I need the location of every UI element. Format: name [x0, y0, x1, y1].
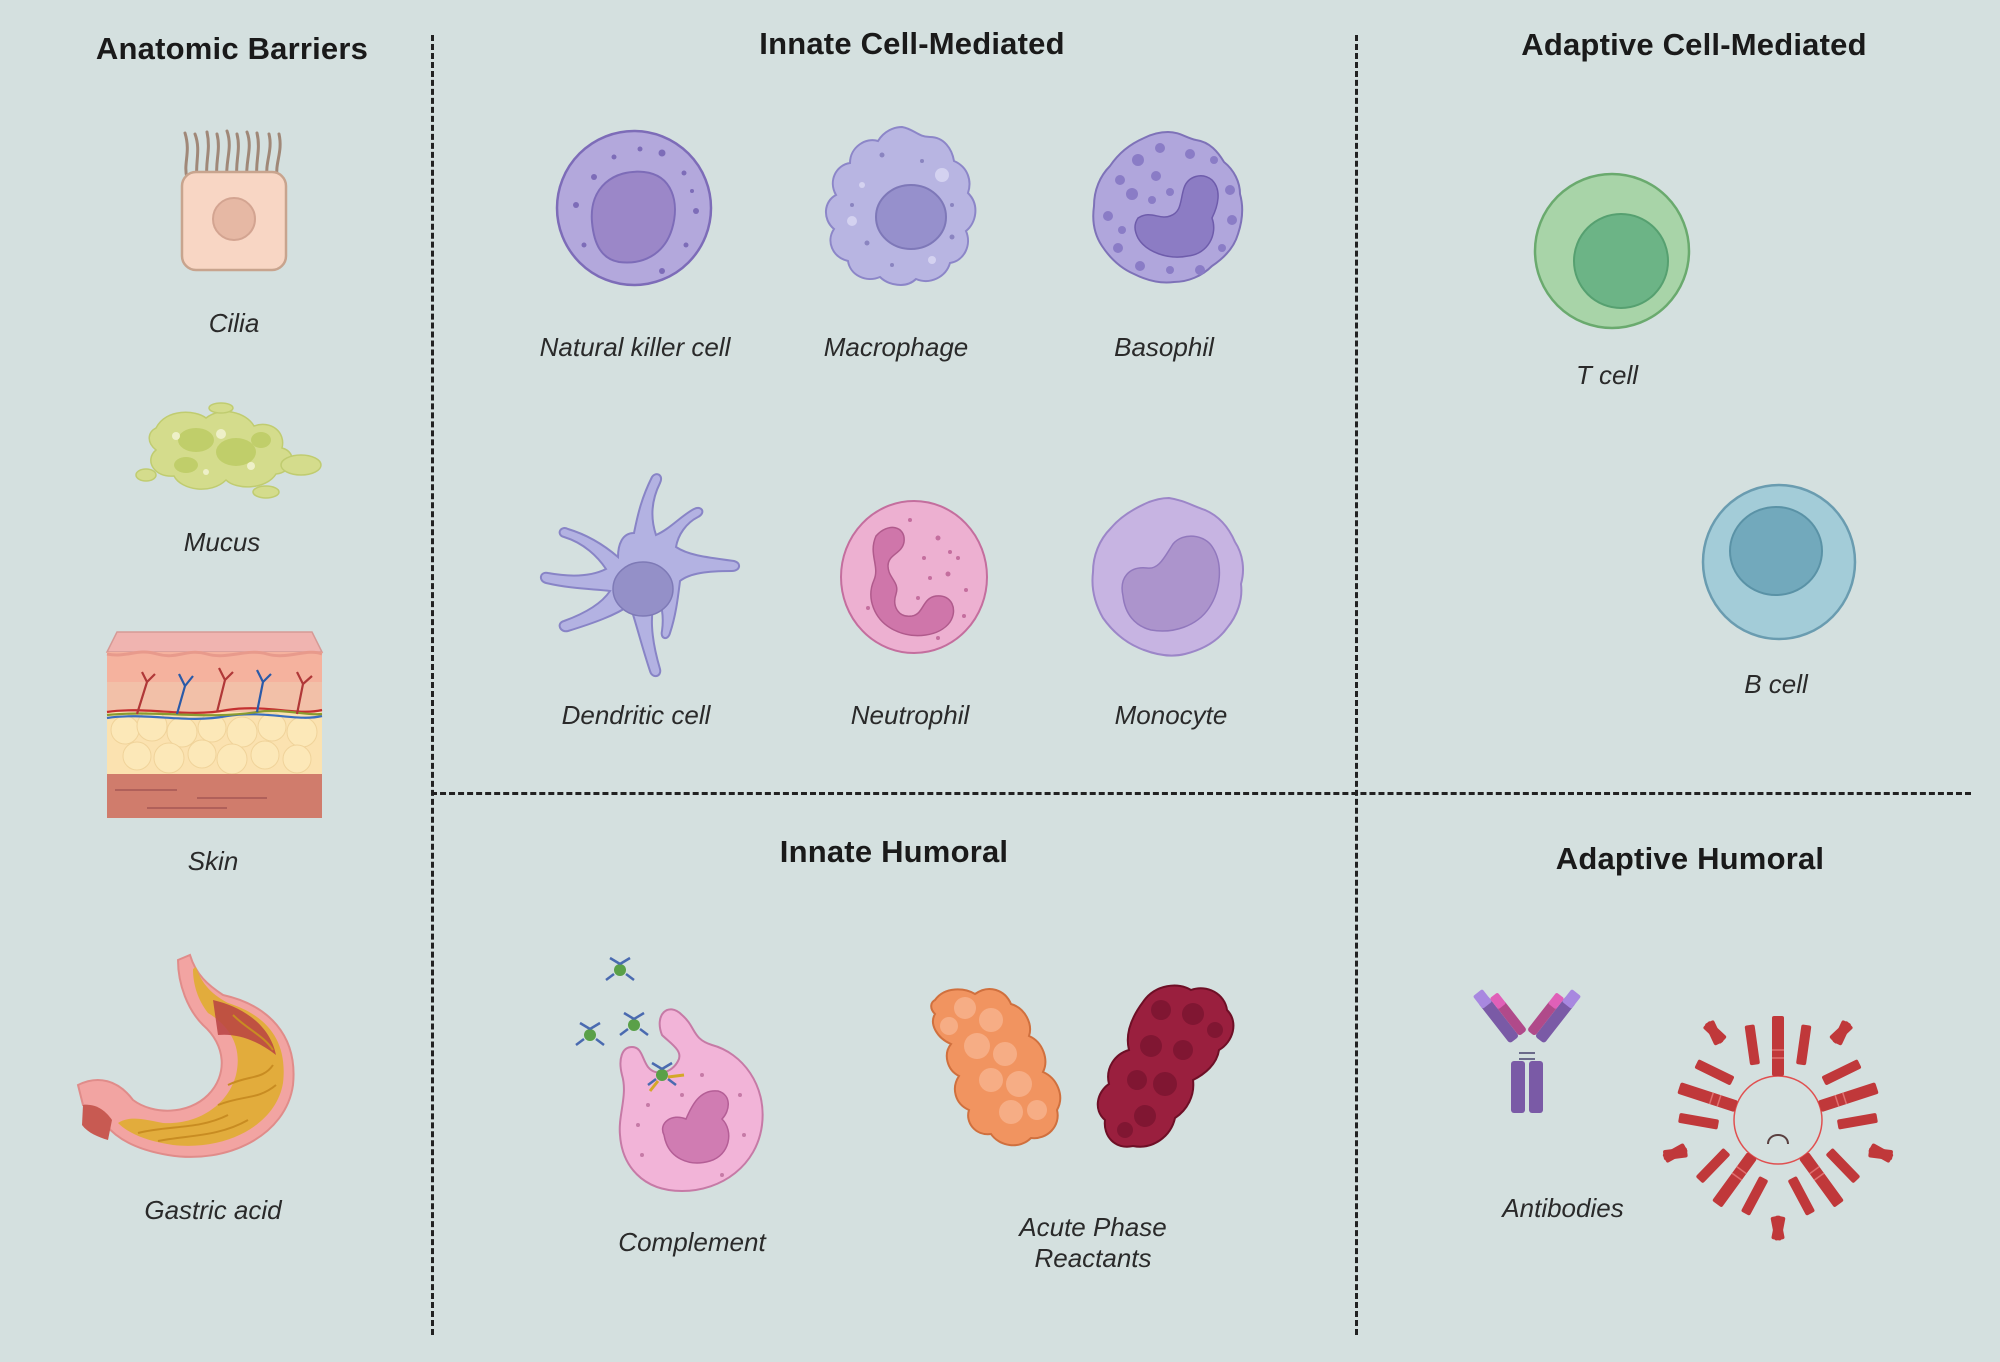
skin-icon — [105, 631, 324, 818]
basophil-icon — [1092, 130, 1244, 284]
mucus-icon — [135, 402, 322, 499]
section-title-anatomic-barriers: Anatomic Barriers — [95, 31, 369, 66]
nk-cell-label: Natural killer cell — [539, 332, 731, 362]
acute-phase-reactants-label: Acute Phase Reactants — [1019, 1212, 1167, 1273]
t-cell-label: T cell — [1575, 360, 1639, 390]
complement-protein-cluster — [575, 956, 685, 1092]
neutrophil-icon — [840, 500, 988, 654]
antibodies-label: Antibodies — [1502, 1193, 1624, 1223]
skin-label: Skin — [187, 846, 239, 876]
cilia-label: Cilia — [208, 308, 260, 338]
section-title-adaptive-humoral: Adaptive Humoral — [1555, 841, 1825, 876]
divider-cell-humoral — [431, 792, 1971, 795]
gastric-acid-label: Gastric acid — [144, 1195, 282, 1225]
mucus-label: Mucus — [183, 527, 261, 557]
macrophage-icon — [825, 125, 977, 286]
neutrophil-label: Neutrophil — [850, 700, 970, 730]
monocyte-label: Monocyte — [1114, 700, 1228, 730]
section-title-innate-cell-mediated: Innate Cell-Mediated — [759, 26, 1065, 61]
antibody-monomer-icon — [1473, 989, 1581, 1113]
acute-phase-reactants-icon — [930, 984, 1235, 1148]
nk-cell-icon — [555, 129, 713, 287]
dendritic-cell-icon — [540, 473, 740, 677]
section-title-adaptive-cell-mediated: Adaptive Cell-Mediated — [1521, 27, 1867, 62]
macrophage-label: Macrophage — [823, 332, 969, 362]
divider-anatomic — [431, 35, 434, 1335]
complement-label: Complement — [618, 1227, 766, 1257]
stomach-icon — [76, 953, 295, 1158]
antibody-pentamer-icon — [1655, 1016, 1901, 1249]
complement-icon — [575, 956, 764, 1193]
b-cell-label: B cell — [1744, 669, 1808, 699]
dendritic-cell-label: Dendritic cell — [561, 700, 711, 730]
t-cell-icon — [1533, 172, 1691, 330]
basophil-label: Basophil — [1114, 332, 1214, 362]
monocyte-icon — [1091, 496, 1244, 657]
divider-innate-adaptive — [1355, 35, 1358, 1335]
cilia-icon — [180, 129, 288, 272]
section-title-innate-humoral: Innate Humoral — [779, 834, 1009, 869]
b-cell-icon — [1701, 483, 1857, 641]
